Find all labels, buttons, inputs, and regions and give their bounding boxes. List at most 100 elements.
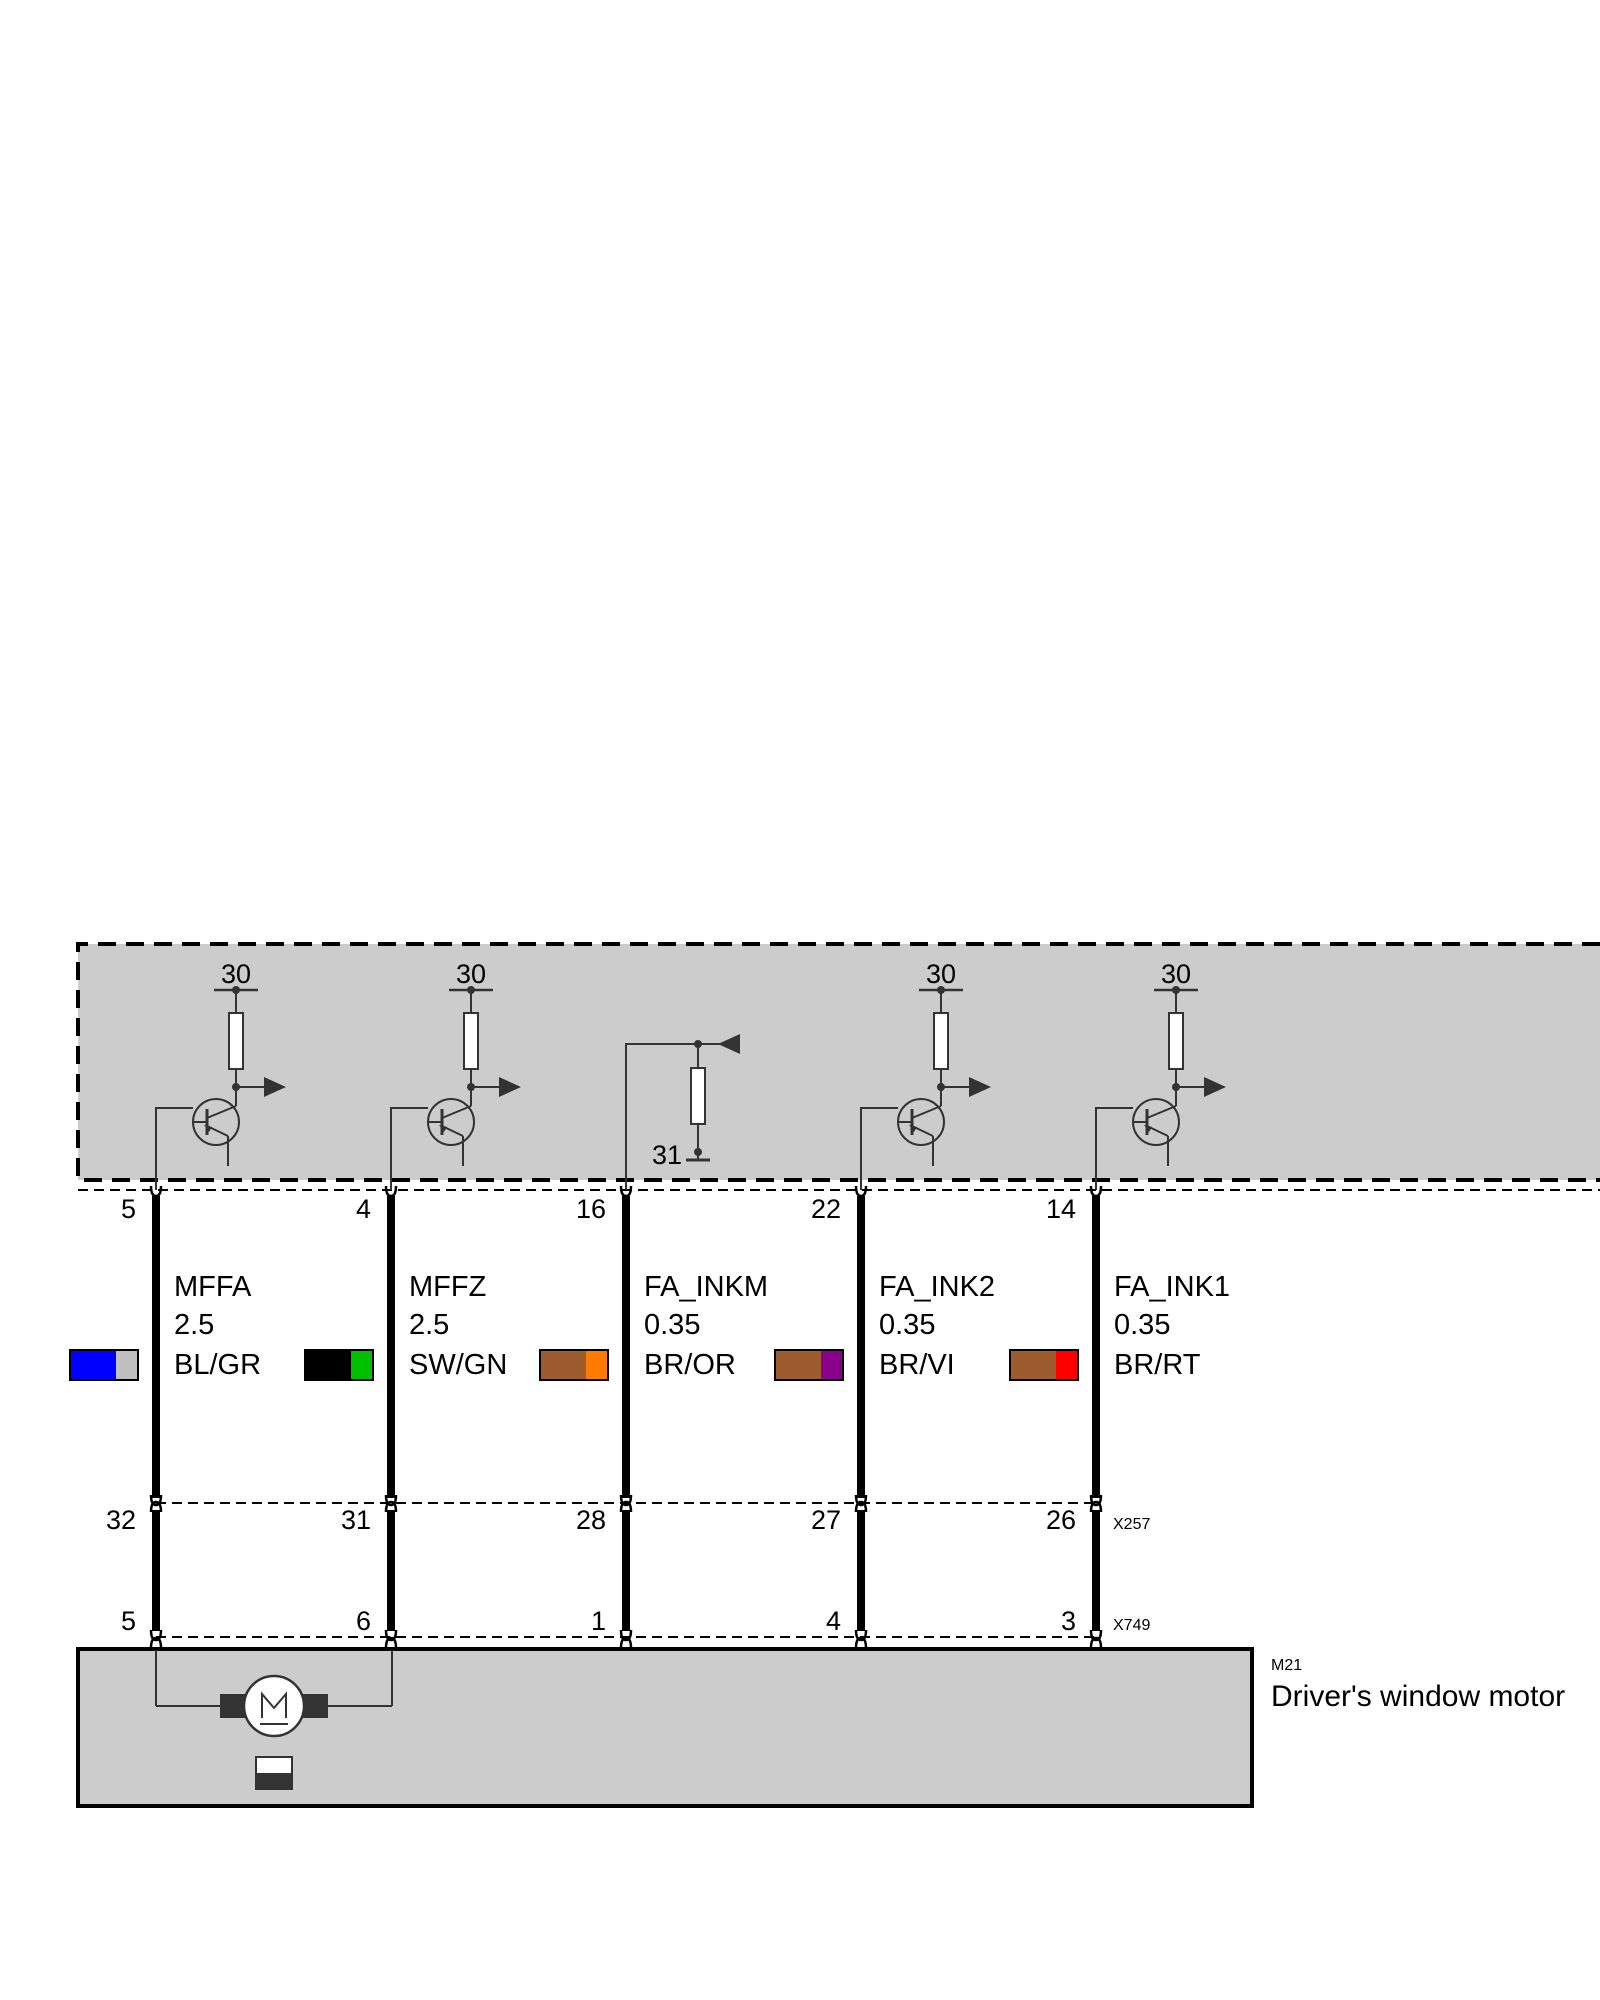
transistor-collector	[441, 1105, 472, 1119]
wire-color-code: BR/RT	[1114, 1349, 1201, 1381]
pin-terminal	[149, 1629, 163, 1642]
wire-color-swatch-stripe	[351, 1350, 373, 1380]
pin-terminal	[854, 1500, 868, 1513]
pin-terminal	[149, 1636, 163, 1649]
wire-trace	[625, 1043, 698, 1190]
pin-terminal	[619, 1629, 633, 1642]
pin-number-x749: 6	[356, 1606, 371, 1636]
motor-icon	[155, 1650, 393, 1738]
transistor-collector	[206, 1105, 237, 1119]
pin-number-top: 16	[576, 1194, 606, 1224]
wire-color-code: BR/OR	[644, 1349, 736, 1381]
pin-terminal	[384, 1185, 398, 1198]
wire-gauge: 2.5	[409, 1309, 449, 1341]
wire-signal-name: MFFA	[174, 1271, 252, 1303]
wire-color-swatch-main	[540, 1350, 586, 1380]
connector-x257-label: X257	[1113, 1516, 1150, 1533]
supply-terminal-label: 30	[1161, 959, 1191, 989]
pin-number-x257: 32	[106, 1505, 136, 1535]
wire-trace	[860, 1107, 898, 1190]
pin-number-x257: 31	[341, 1505, 371, 1535]
transistor-icon	[427, 1098, 475, 1166]
component-id: M21	[1271, 1657, 1302, 1674]
wire-gauge: 0.35	[879, 1309, 935, 1341]
wire-color-swatch-border	[774, 1349, 844, 1381]
wire-color-swatch-border	[69, 1349, 139, 1381]
pin-terminal	[1089, 1185, 1103, 1198]
pin-number-x749: 3	[1061, 1606, 1076, 1636]
component-name: Driver's window motor	[1271, 1680, 1565, 1713]
gearbox-icon	[255, 1756, 293, 1790]
wire-trace	[155, 1107, 193, 1190]
wire-color-code: BR/VI	[879, 1349, 955, 1381]
pin-terminal	[854, 1494, 868, 1507]
wire-signal-name: MFFZ	[409, 1271, 486, 1303]
pin-terminal	[854, 1629, 868, 1642]
pin-terminal	[1089, 1494, 1103, 1507]
ground-terminal-label: 31	[652, 1140, 682, 1170]
driver-mffa: 30	[155, 959, 286, 1190]
pin-terminal	[384, 1494, 398, 1507]
pin-terminal	[1089, 1629, 1103, 1642]
signal-arrow-icon	[264, 1077, 286, 1097]
wire-color-swatch-border	[539, 1349, 609, 1381]
pin-terminal	[149, 1185, 163, 1198]
pin-terminal	[149, 1494, 163, 1507]
wire-color-swatch-stripe	[1056, 1350, 1078, 1380]
emitter-arrow	[439, 1125, 447, 1132]
emitter-arrow	[909, 1125, 917, 1132]
pin-terminal	[149, 1500, 163, 1513]
pin-terminal	[619, 1636, 633, 1649]
signal-arrow-icon	[499, 1077, 521, 1097]
wire-color-swatch-main	[70, 1350, 116, 1380]
wire-gauge: 0.35	[1114, 1309, 1170, 1341]
pin-number-x257: 28	[576, 1505, 606, 1535]
pin-terminal	[619, 1494, 633, 1507]
control-module	[76, 942, 1600, 1182]
pin-number-top: 22	[811, 1194, 841, 1224]
transistor-collector	[1146, 1105, 1177, 1119]
pin-terminal	[619, 1185, 633, 1198]
pin-number-x749: 4	[826, 1606, 841, 1636]
transistor-icon	[897, 1098, 945, 1166]
emitter-arrow	[1144, 1125, 1152, 1132]
wire-color-swatch-stripe	[586, 1350, 608, 1380]
resistor-icon	[690, 1067, 706, 1125]
pin-terminal	[854, 1185, 868, 1198]
pin-terminal	[384, 1500, 398, 1513]
pin-terminal	[854, 1636, 868, 1649]
transistor-icon	[192, 1098, 240, 1166]
pin-terminal	[1089, 1636, 1103, 1649]
wire-gauge: 2.5	[174, 1309, 214, 1341]
wire-gauge: 0.35	[644, 1309, 700, 1341]
pin-number-x749: 1	[591, 1606, 606, 1636]
supply-terminal-label: 30	[456, 959, 486, 989]
connector-x749-label: X749	[1113, 1617, 1150, 1634]
wire-signal-name: FA_INK2	[879, 1271, 995, 1303]
wire-color-code: BL/GR	[174, 1349, 261, 1381]
pin-terminal	[619, 1500, 633, 1513]
signal-arrow-icon	[969, 1077, 991, 1097]
wire-color-swatch-main	[305, 1350, 351, 1380]
wire-color-swatch-stripe	[821, 1350, 843, 1380]
wire-harness: 5325MFFA2.5BL/GR4316MFFZ2.5SW/GN16281FA_…	[69, 1185, 1230, 1649]
wire-trace	[1095, 1107, 1133, 1190]
signal-arrow-icon	[1204, 1077, 1226, 1097]
wire-color-swatch-border	[1009, 1349, 1079, 1381]
wire-trace	[390, 1107, 428, 1190]
resistor-icon	[933, 1012, 949, 1070]
driver-fa-inkm: 31	[625, 1034, 740, 1190]
pin-terminal	[384, 1636, 398, 1649]
supply-terminal-label: 30	[221, 959, 251, 989]
pin-terminal	[384, 1629, 398, 1642]
pin-terminal	[1089, 1500, 1103, 1513]
emitter-arrow	[204, 1125, 212, 1132]
wire-color-swatch-main	[775, 1350, 821, 1380]
pin-number-top: 5	[121, 1194, 136, 1224]
